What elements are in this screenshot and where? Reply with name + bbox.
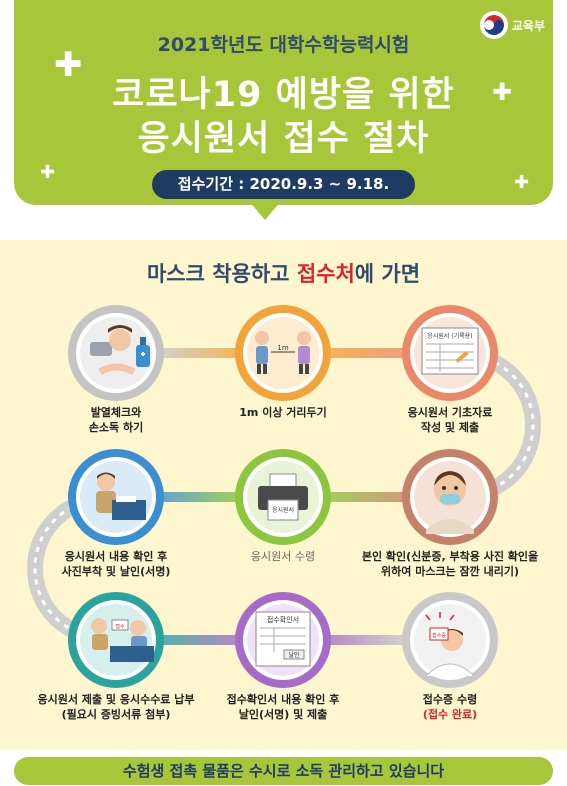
step-8-caption: 접수확인서 내용 확인 후 날인(서명) 및 제출 xyxy=(203,692,363,722)
ministry-logo: 교육부 xyxy=(479,10,545,40)
title-line-2: 응시원서 접수 절차 xyxy=(137,119,430,159)
step-8-line-2: 날인(서명) 및 제출 xyxy=(238,708,328,721)
step-7-line-2: (필요시 증빙서류 첨부) xyxy=(61,708,171,721)
step-2-caption: 1m 이상 거리두기 xyxy=(203,405,363,420)
step-7-line-1: 응시원서 제출 및 응시수수료 납부 xyxy=(37,693,195,706)
step-4-id-check-illustration xyxy=(402,449,498,545)
footer-notice: 수험생 접촉 물품은 수시로 소독 관리하고 있습니다 xyxy=(14,757,553,785)
plus-decor-icon: ✚ xyxy=(40,162,56,183)
step-7-submission-illustration: 접수 xyxy=(68,592,164,688)
step-3-form-illustration: 응시원서 (기록용) xyxy=(402,305,498,401)
submission-sign-label: 접수 xyxy=(115,623,125,630)
step-6-line-2: 사진부착 및 날인(서명) xyxy=(61,565,171,578)
confirmation-form-label: 접수확인서 xyxy=(267,615,299,624)
step-5-line-1: 응시원서 수령 xyxy=(250,550,316,563)
step-3-line-2: 작성 및 제출 xyxy=(420,421,480,434)
printer-paper-label: 응시원서 xyxy=(272,506,294,514)
step-6-signing-illustration xyxy=(68,449,164,545)
step-7-caption: 응시원서 제출 및 응시수수료 납부 (필요시 증빙서류 첨부) xyxy=(10,692,222,722)
step-6-caption: 응시원서 내용 확인 후 사진부착 및 날인(서명) xyxy=(36,549,196,579)
step-1-line-1: 발열체크와 xyxy=(90,406,142,419)
step-2-distance-illustration: 1m xyxy=(235,305,331,401)
step-9-line-2: (접수 완료) xyxy=(422,708,478,721)
plus-decor-icon: ✚ xyxy=(492,78,513,106)
step-3-caption: 응시원서 기초자료 작성 및 제출 xyxy=(370,405,530,435)
panel-title-post: 에 가면 xyxy=(354,262,421,286)
form-label: 응시원서 (기록용) xyxy=(427,332,472,340)
step-9-receipt-illustration: 접수증 xyxy=(402,592,498,688)
taegeuk-icon xyxy=(479,10,509,40)
step-1-thermometer-illustration xyxy=(68,305,164,401)
step-1-caption: 발열체크와 손소독 하기 xyxy=(36,405,196,435)
plus-decor-icon: ✚ xyxy=(54,45,83,85)
step-4-caption: 본인 확인(신분증, 부착용 사진 확인을 위하여 마스크는 잠깐 내리기) xyxy=(345,549,555,579)
step-4-line-1: 본인 확인(신분증, 부착용 사진 확인을 xyxy=(361,550,539,563)
header-pointer xyxy=(248,200,282,220)
step-3-line-1: 응시원서 기초자료 xyxy=(407,406,493,419)
step-8-line-1: 접수확인서 내용 확인 후 xyxy=(226,693,340,706)
panel-title-accent: 접수처 xyxy=(296,262,355,286)
receipt-label: 접수증 xyxy=(432,632,446,639)
step-1-line-2: 손소독 하기 xyxy=(88,421,144,434)
title-line-1: 코로나19 예방을 위한 xyxy=(112,75,455,115)
distance-label: 1m xyxy=(277,344,288,352)
exam-subtitle: 2021학년도 대학수학능력시험 xyxy=(157,34,410,56)
panel-title: 마스크 착용하고 접수처에 가면 xyxy=(0,258,567,288)
step-9-line-1: 접수증 수령 xyxy=(422,693,478,706)
header-banner: 교육부 2021학년도 대학수학능력시험 코로나19 예방을 위한 응시원서 접… xyxy=(14,0,553,205)
step-8-confirmation-illustration: 접수확인서 날인 xyxy=(235,592,331,688)
step-5-printer-illustration: 응시원서 xyxy=(235,449,331,545)
period-badge: 접수기간 : 2020.9.3 ~ 9.18. xyxy=(152,170,415,199)
plus-decor-icon: ✚ xyxy=(514,172,530,193)
panel-title-pre: 마스크 착용하고 xyxy=(146,262,297,286)
step-5-caption: 응시원서 수령 xyxy=(203,549,363,564)
step-9-caption: 접수증 수령 (접수 완료) xyxy=(370,692,530,722)
step-4-line-2: 위하여 마스크는 잠깐 내리기) xyxy=(381,565,519,578)
seal-label: 날인 xyxy=(288,651,299,659)
logo-text: 교육부 xyxy=(511,18,545,33)
step-6-line-1: 응시원서 내용 확인 후 xyxy=(64,550,168,563)
step-2-line-1: 1m 이상 거리두기 xyxy=(239,406,327,419)
